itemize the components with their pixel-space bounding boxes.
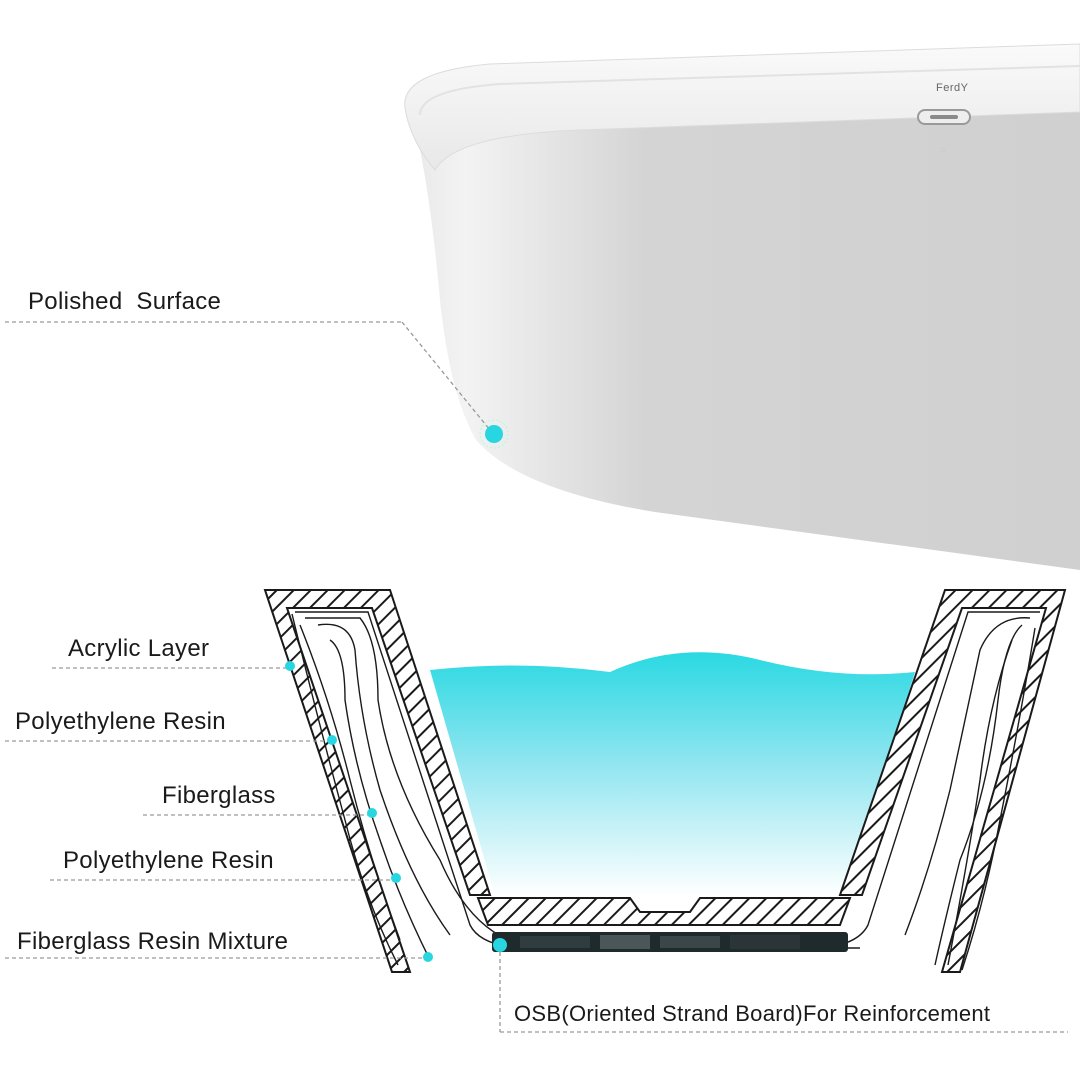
layer-leader-lines (5, 667, 1068, 1033)
layer-markers (285, 661, 507, 962)
tub-inner-lip (419, 65, 1080, 116)
svg-text:⌂: ⌂ (940, 144, 945, 154)
marker-osb (493, 938, 507, 952)
marker-fiberglass-resin-mixture (423, 952, 433, 962)
cross-section (263, 589, 1067, 973)
marker-acrylic-layer (285, 661, 295, 671)
tub-body (412, 62, 1080, 570)
bottom-hatched-shell (476, 897, 852, 926)
tub-rim (404, 43, 1080, 171)
right-hatched-shell (838, 589, 1067, 973)
brand-logo-text: FerdY (936, 82, 969, 94)
marker-fiberglass (367, 808, 377, 818)
polished-surface-marker (479, 419, 509, 449)
left-hatched-shell (263, 589, 492, 973)
marker-polyethylene-resin-2 (391, 873, 401, 883)
water-fill (430, 652, 915, 896)
marker-polyethylene-resin-1 (327, 735, 337, 745)
label-acrylic-layer: Acrylic Layer (68, 635, 210, 662)
polished-surface-callout (5, 321, 509, 449)
label-fiberglass: Fiberglass (162, 782, 276, 809)
bathtub-render: ⌂ (404, 43, 1080, 570)
label-osb: OSB(Oriented Strand Board)For Reinforcem… (514, 1001, 991, 1026)
label-polyethylene-resin-1: Polyethylene Resin (15, 708, 226, 735)
label-polyethylene-resin-2: Polyethylene Resin (63, 847, 274, 874)
label-fiberglass-resin-mixture: Fiberglass Resin Mixture (17, 928, 289, 955)
label-polished-surface: Polished Surface (28, 288, 222, 315)
